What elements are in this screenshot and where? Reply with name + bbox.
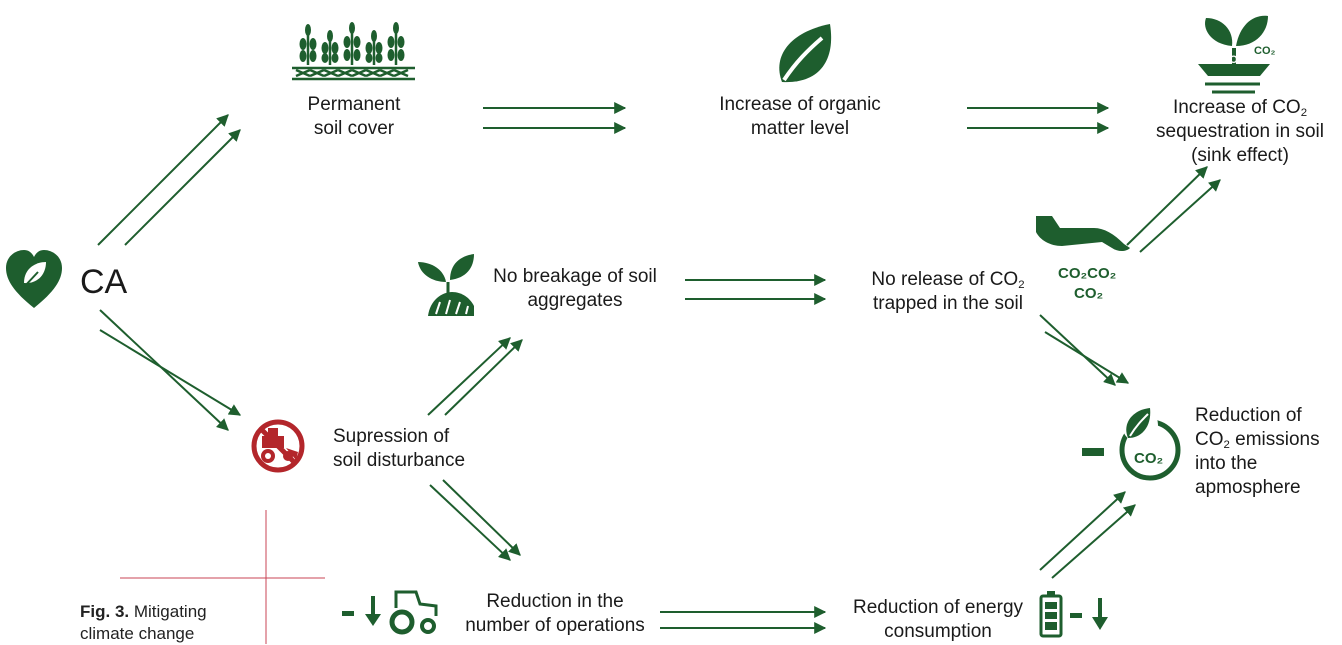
wheat-field-icon xyxy=(292,22,415,81)
arrow-operations-to-energy xyxy=(660,606,827,634)
sequestration-line-2: sequestration in soil xyxy=(1156,121,1324,142)
minus-icon xyxy=(1082,448,1104,456)
caption-text: Mitigating xyxy=(129,602,207,621)
co2-cloud-text-2: CO₂ xyxy=(1254,45,1276,57)
no-release-line-1: No release of CO2 xyxy=(871,269,1025,291)
aggregates-line-1: No breakage of soil xyxy=(493,266,657,287)
arrow-ca-to-suppression xyxy=(99,309,242,431)
heart-leaf-icon xyxy=(6,250,62,308)
arrow-aggregates-to-no-release xyxy=(685,274,827,305)
ca-label: CA xyxy=(80,263,128,301)
no-release-line-2: trapped in the soil xyxy=(873,293,1023,314)
leaf-icon xyxy=(779,24,832,83)
arrow-suppression-to-operations xyxy=(429,479,521,561)
node-organic-matter: Increase of organic matter level xyxy=(690,93,910,141)
arrow-no-release-to-sequestration xyxy=(1126,166,1221,253)
minus-icon xyxy=(1070,613,1082,618)
node-sequestration: Increase of CO2 sequestration in soil (s… xyxy=(1150,96,1330,168)
node-aggregates: No breakage of soil aggregates xyxy=(475,265,675,313)
no-tractor-icon xyxy=(251,419,305,473)
hand-co2-text-2: CO₂ xyxy=(1074,285,1103,302)
caption-line-2: climate change xyxy=(80,624,195,643)
arrow-no-release-to-emissions xyxy=(1039,314,1130,386)
organic-line-1: Increase of organic xyxy=(719,94,881,115)
energy-line-2: consumption xyxy=(884,621,992,642)
soil-cover-line-1: Permanent xyxy=(307,94,401,115)
node-operations: Reduction in the number of operations xyxy=(450,590,660,638)
co2-cloud-text-1: CO₂CO₂ xyxy=(1200,54,1243,66)
emissions-line-3: into the xyxy=(1195,453,1258,474)
node-emissions: Reduction of CO2 emissions into the apmo… xyxy=(1195,404,1335,500)
aggregates-line-2: aggregates xyxy=(527,290,623,311)
down-arrow-icon xyxy=(1092,598,1108,630)
suppression-line-2: soil disturbance xyxy=(333,450,466,471)
hand-co2-text-1: CO₂CO₂ xyxy=(1058,265,1116,282)
sprout-icon xyxy=(418,254,474,316)
leaf-badge-co2-text: CO₂ xyxy=(1134,450,1163,467)
operations-line-2: number of operations xyxy=(465,615,645,636)
arrow-organic-to-sequestration xyxy=(967,102,1110,134)
suppression-line-1: Supression of xyxy=(333,426,450,447)
sequestration-line-1: Increase of CO2 xyxy=(1172,97,1308,119)
arrow-suppression-to-aggregates xyxy=(427,337,523,416)
emissions-line-2: CO2 emissions xyxy=(1195,429,1320,451)
caption-label: Fig. 3. xyxy=(80,602,130,621)
arrows xyxy=(97,102,1221,634)
hand-co2-icon: CO₂CO₂ CO₂ xyxy=(1036,216,1130,302)
node-no-release: No release of CO2 trapped in the soil xyxy=(848,268,1048,316)
leaf-co2-icon: CO₂ xyxy=(1119,407,1181,481)
arrow-energy-to-emissions xyxy=(1039,491,1136,579)
figure-caption: Fig. 3. Mitigating climate change xyxy=(80,601,207,645)
emissions-line-1: Reduction of xyxy=(1195,405,1302,426)
node-suppression: Supression of soil disturbance xyxy=(333,425,493,473)
operations-line-1: Reduction in the xyxy=(486,591,624,612)
energy-line-1: Reduction of energy xyxy=(852,597,1024,618)
tractor-icon xyxy=(389,590,438,635)
caption-guide-lines xyxy=(120,510,325,644)
reduction-operations-icons xyxy=(342,590,438,635)
caption-line-1: Fig. 3. Mitigating xyxy=(80,601,207,623)
arrow-soil-cover-to-organic xyxy=(483,102,627,134)
battery-icon xyxy=(1039,591,1063,638)
down-arrow-icon xyxy=(365,596,381,626)
emissions-line-4: apmosphere xyxy=(1195,477,1301,498)
node-energy: Reduction of energy consumption xyxy=(838,596,1038,644)
node-soil-cover: Permanent soil cover xyxy=(280,93,428,141)
sequestration-line-3: (sink effect) xyxy=(1191,145,1289,166)
soil-cover-line-2: soil cover xyxy=(313,118,395,139)
minus-icon xyxy=(342,611,354,616)
reduction-energy-icons xyxy=(1039,591,1108,638)
co2-plant-icon: CO₂CO₂ CO₂ xyxy=(1198,15,1276,94)
organic-line-2: matter level xyxy=(750,118,850,139)
arrow-ca-to-soil-cover xyxy=(97,114,241,246)
